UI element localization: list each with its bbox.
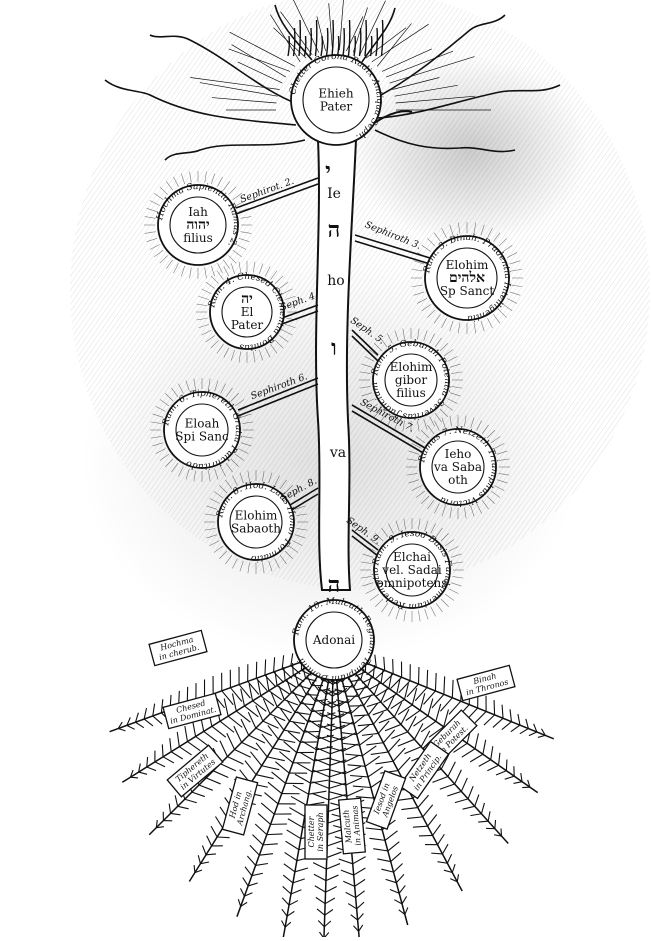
sefira-line: vel. Sadai <box>381 563 442 577</box>
trunk-letter: ho <box>327 273 344 289</box>
plaque-line: in Seraph <box>316 812 325 851</box>
sefira-line: gibor <box>395 373 427 387</box>
sefira-line: Elohim <box>235 509 278 523</box>
sefira-geburah: Ram. 5. Geburah Potentia Severitas Judic… <box>359 328 463 432</box>
sefira-line: Elohim <box>390 360 433 374</box>
trunk-letter: ו <box>331 335 337 361</box>
sefira-line: Adonai <box>312 633 355 647</box>
sefira-binah: Ram. 3. Binah. Prudentia IntelligentiaEl… <box>411 222 523 334</box>
sefira-line: El <box>241 305 254 319</box>
sefira-line: Pater <box>231 318 264 332</box>
sefira-line: oth <box>448 473 468 487</box>
trunk-letter: י <box>325 158 331 184</box>
sefira-line: Ehieh <box>318 87 353 101</box>
sefira-line: Ieho <box>445 447 472 461</box>
sefira-line: Pater <box>320 100 353 114</box>
sefira-line: Sp Sanct <box>440 284 495 298</box>
sefira-line: Eloah <box>185 417 220 431</box>
sefira-netzeth: Ramus 7. Netzeth Triumphus VictoriaIehov… <box>406 415 510 519</box>
sefira-chetter: Chetter Corona Radix Antiqua Seph.EhiehP… <box>288 52 384 145</box>
sefira-line: Spi Sanc <box>175 430 229 444</box>
sefira-line: filius <box>396 386 426 400</box>
trunk-letter: Ie <box>327 186 341 202</box>
sefira-tiphereth: Ram. 6. Tiphereth Gratia PulchritudoEloa… <box>150 378 254 482</box>
sefira-line: omnipotens <box>377 576 448 590</box>
trunk-letter: ה <box>328 572 341 598</box>
sefira-hod: Ram. 8. Hod. Laus Honor FormatioElohimSa… <box>204 470 308 574</box>
sefira-line: Elchai <box>393 550 431 564</box>
sefira-line: Sabaoth <box>231 522 281 536</box>
plaque-line: Chetter <box>307 815 316 847</box>
trunk-letter: va <box>329 445 346 461</box>
trunk-letter: ה <box>328 217 341 243</box>
sefira-line: filius <box>183 231 213 245</box>
sefira-line: va Saba <box>433 460 482 474</box>
